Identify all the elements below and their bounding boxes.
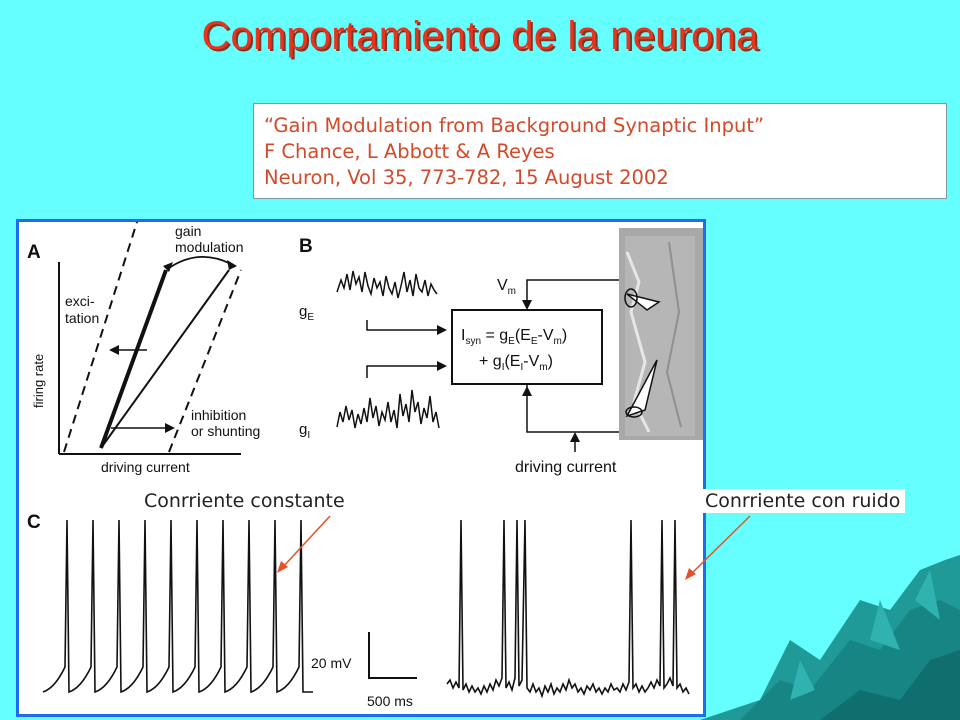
driving-current-label: driving current [515, 459, 617, 476]
slide-title: Comportamiento de la neurona [201, 14, 759, 58]
panel-c-label: C [27, 512, 41, 533]
inhibition-label-2: or shunting [191, 423, 260, 439]
inhibition-arrow [111, 423, 175, 433]
conductance-box [451, 309, 603, 385]
neuron-figure: A firing rate driving current gain modul… [16, 219, 706, 717]
gain-arrow [163, 255, 237, 272]
constant-current-caption: Conrriente constante [139, 489, 350, 513]
citation-paper-title: “Gain Modulation from Background Synapti… [264, 114, 765, 137]
neuron-micrograph [619, 228, 703, 440]
gi-label: gI [299, 421, 310, 441]
x-axis-label: driving current [101, 459, 190, 475]
y-axis-label: firing rate [31, 354, 46, 408]
excitation-label-2: tation [65, 310, 99, 326]
ge-trace [336, 270, 438, 299]
inhibition-label-1: inhibition [191, 407, 246, 423]
excitation-arrow [109, 345, 147, 355]
constant-current-spike-train [42, 519, 313, 694]
panel-b-label: B [299, 236, 313, 257]
time-scale-label: 500 ms [367, 693, 413, 709]
firing-rate-lines [63, 222, 242, 453]
equation-line-2: + gI(EI-Vm) [479, 353, 553, 373]
scale-bar [368, 632, 417, 679]
gain-label: gain [175, 223, 201, 239]
modulation-label: modulation [175, 239, 244, 255]
noisy-current-caption: Conrriente con ruido [700, 489, 906, 513]
equation-line-1: Isyn = gE(EE-Vm) [461, 327, 567, 347]
citation-box: “Gain Modulation from Background Synapti… [253, 103, 947, 199]
input-arrows [366, 320, 447, 378]
noisy-current-spike-train [446, 519, 690, 699]
voltage-scale-label: 20 mV [311, 655, 352, 671]
figure-panels: A firing rate driving current gain modul… [27, 222, 703, 709]
ge-label: gE [299, 303, 314, 323]
panel-a-label: A [27, 242, 41, 263]
vm-label: Vm [497, 277, 516, 297]
citation-journal: Neuron, Vol 35, 773-782, 15 August 2002 [264, 166, 669, 189]
gi-trace [336, 389, 440, 429]
panel-a-axes [58, 262, 241, 455]
citation-authors: F Chance, L Abbott & A Reyes [264, 140, 555, 163]
excitation-label-1: exci- [65, 293, 95, 309]
